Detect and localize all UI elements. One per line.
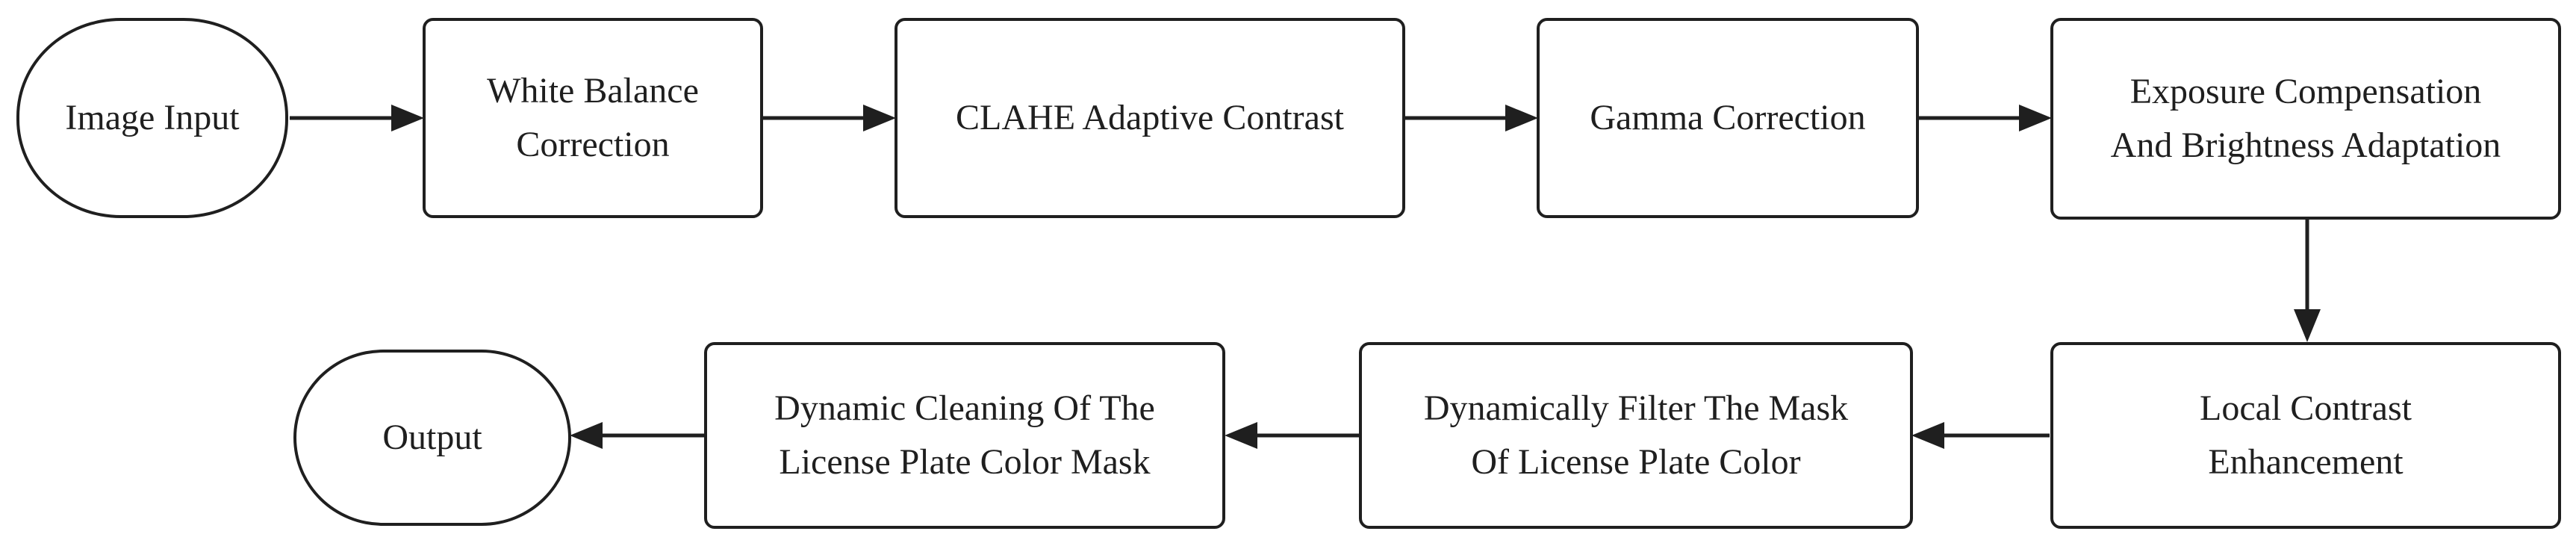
dynamic-cleaning-node: Dynamic Cleaning Of The License Plate Co…	[704, 342, 1225, 529]
arrowhead-clahe	[863, 105, 896, 131]
local-contrast-node: Local Contrast Enhancement	[2050, 342, 2561, 529]
arrowhead-output	[570, 422, 603, 449]
arrowhead-local-contrast	[2294, 309, 2321, 342]
arrowhead-exposure	[2019, 105, 2052, 131]
arrowhead-cleaning	[1225, 422, 1257, 449]
dynamic-filter-node: Dynamically Filter The Mask Of License P…	[1359, 342, 1913, 529]
arrowhead-filter	[1911, 422, 1944, 449]
output-node: Output	[293, 350, 571, 526]
arrowhead-gamma	[1505, 105, 1538, 131]
arrowhead-white-balance	[391, 105, 424, 131]
image-input-node: Image Input	[16, 18, 288, 218]
exposure-compensation-node: Exposure Compensation And Brightness Ada…	[2050, 18, 2561, 220]
gamma-correction-node: Gamma Correction	[1537, 18, 1919, 218]
white-balance-node: White Balance Correction	[423, 18, 763, 218]
clahe-node: CLAHE Adaptive Contrast	[895, 18, 1405, 218]
